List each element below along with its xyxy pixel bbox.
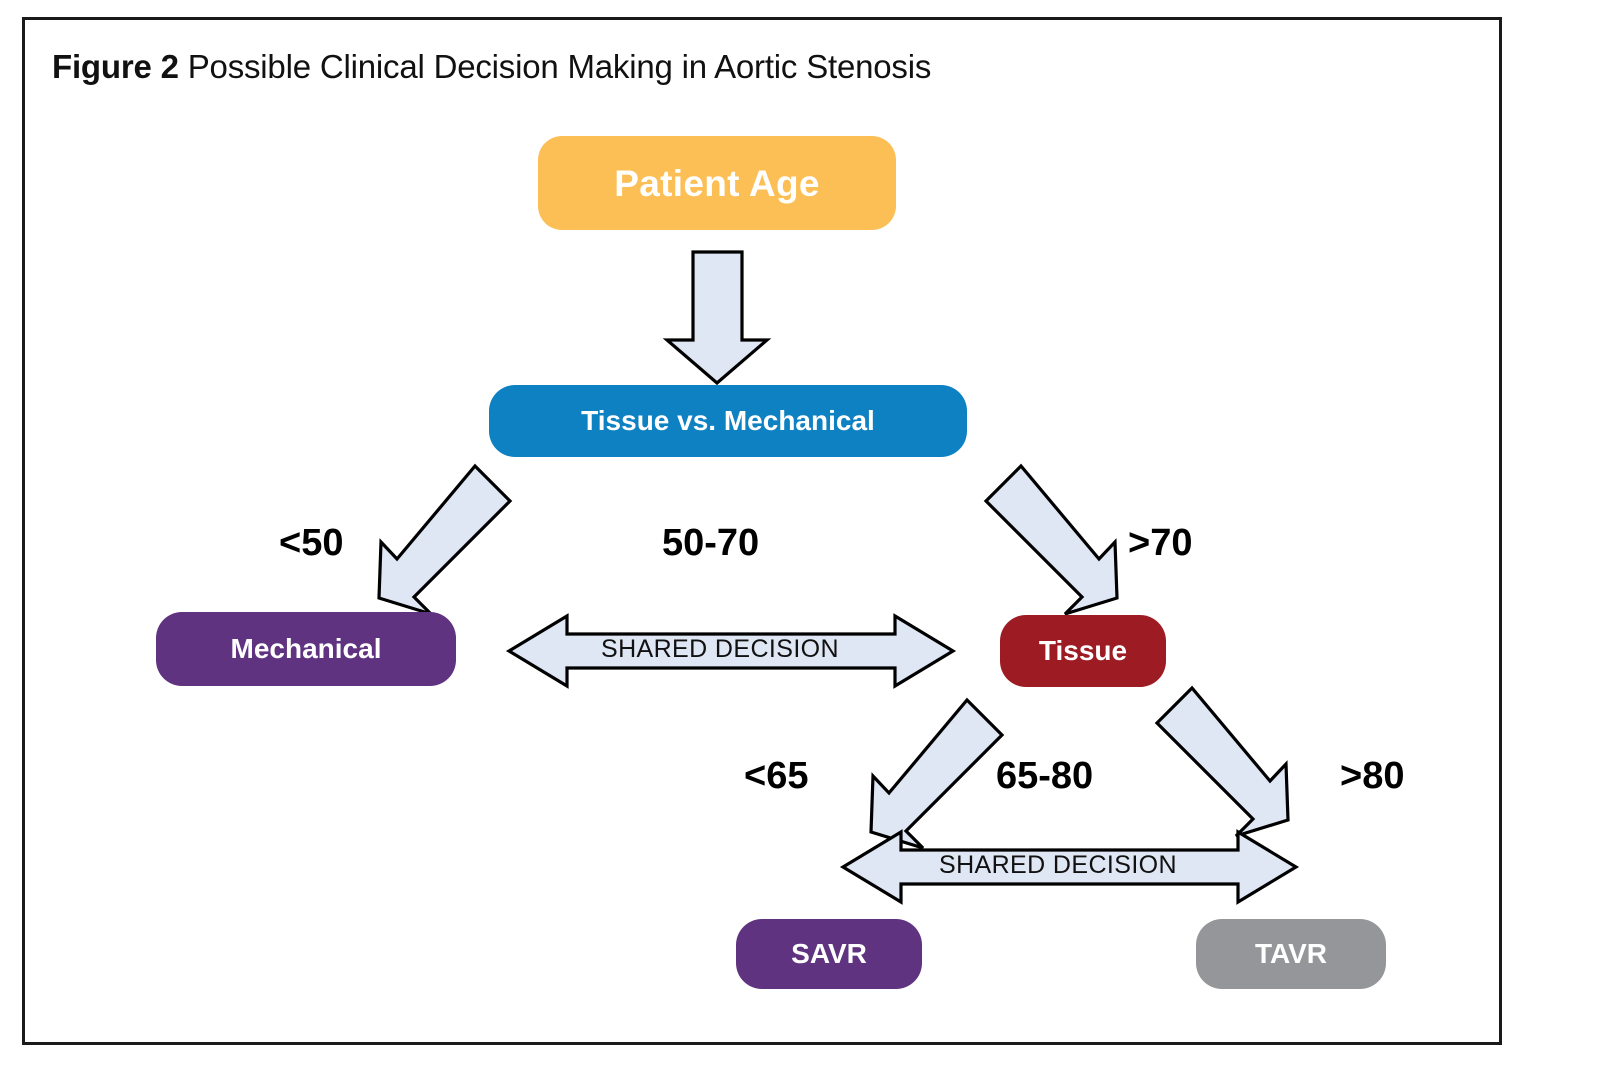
- branch-label-lt50: <50: [279, 522, 344, 564]
- node-savr: SAVR: [736, 919, 922, 989]
- figure-title: Figure 2 Possible Clinical Decision Maki…: [52, 48, 931, 86]
- shared-decision-label-1: SHARED DECISION: [601, 635, 839, 663]
- branch-label-65-80: 65-80: [996, 755, 1094, 797]
- node-mechanical: Mechanical: [156, 612, 456, 686]
- branch-label-50-70: 50-70: [662, 522, 760, 564]
- node-tavr: TAVR: [1196, 919, 1386, 989]
- node-tissue: Tissue: [1000, 615, 1166, 687]
- node-tissue-vs-mechanical: Tissue vs. Mechanical: [489, 385, 967, 457]
- figure-caption: Possible Clinical Decision Making in Aor…: [178, 48, 932, 85]
- branch-label-gt80: >80: [1340, 755, 1405, 797]
- node-patient-age: Patient Age: [538, 136, 896, 230]
- figure-number: Figure 2: [52, 48, 179, 85]
- branch-label-gt70: >70: [1128, 522, 1193, 564]
- shared-decision-label-2: SHARED DECISION: [939, 851, 1177, 879]
- branch-label-lt65: <65: [744, 755, 809, 797]
